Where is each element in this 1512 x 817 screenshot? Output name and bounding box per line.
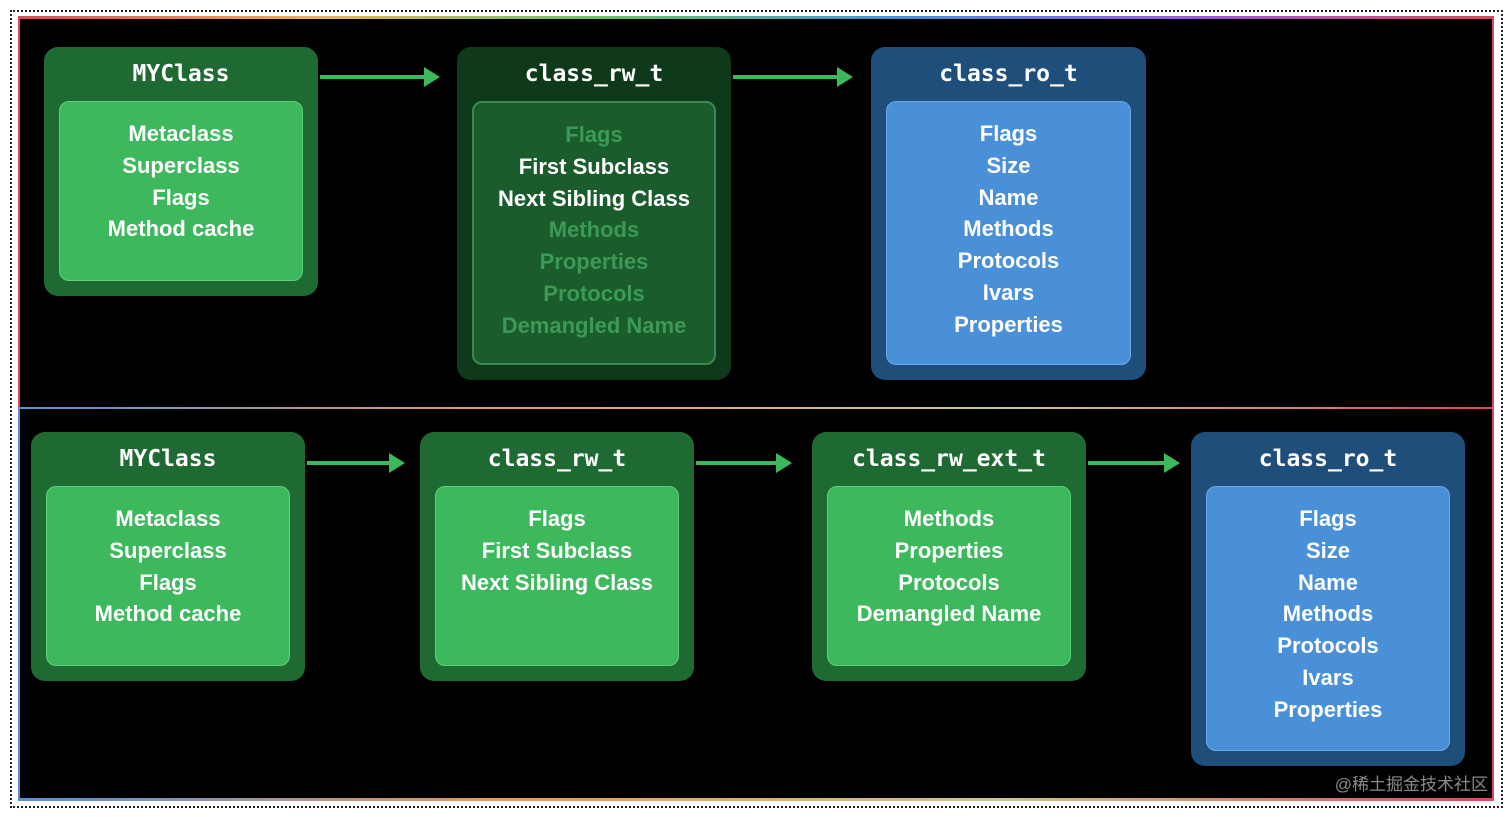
field-item: Superclass	[122, 152, 240, 178]
field-item: Flags	[979, 121, 1038, 146]
box-title: class_rw_t	[524, 61, 664, 87]
arrow-icon	[733, 67, 853, 87]
field-item: Properties	[1273, 696, 1383, 722]
field-item: Demangled Name	[856, 601, 1042, 627]
field-item: First Subclass	[481, 537, 633, 563]
box-title: class_rw_ext_t	[852, 446, 1046, 472]
field-item: Superclass	[109, 537, 227, 563]
box-title: class_rw_t	[487, 446, 627, 472]
field-item: Protocols	[898, 569, 1000, 595]
field-item: Protocols	[957, 248, 1060, 274]
field-item: Flags	[1299, 506, 1357, 531]
field-item: Method cache	[107, 216, 255, 242]
field-item: Demangled Name	[501, 312, 687, 338]
field-item: Flags	[528, 506, 586, 531]
arrow-icon	[307, 453, 405, 473]
arrow-icon	[696, 453, 792, 473]
arrow-icon	[320, 67, 440, 87]
box-title: MYClass	[119, 446, 217, 472]
field-item: Name	[978, 184, 1039, 210]
field-item: Properties	[954, 311, 1063, 337]
field-item: Name	[1298, 569, 1358, 595]
field-item: Size	[986, 152, 1031, 178]
field-item: Properties	[539, 249, 649, 275]
box-title: class_ro_t	[939, 61, 1078, 87]
field-item: Methods	[548, 217, 640, 243]
box-title: MYClass	[132, 61, 230, 87]
field-item: Methods	[963, 216, 1054, 242]
field-item: Flags	[139, 569, 197, 595]
field-item: Metaclass	[128, 121, 234, 146]
field-item: Methods	[903, 506, 995, 531]
field-item: Methods	[1282, 601, 1374, 627]
watermark: @稀土掘金技术社区	[1334, 775, 1488, 794]
field-item: Next Sibling Class	[461, 569, 653, 595]
field-item: Flags	[565, 122, 623, 147]
field-item: Next Sibling Class	[498, 185, 690, 211]
field-item: First Subclass	[518, 153, 670, 179]
field-item: Properties	[894, 537, 1004, 563]
field-item: Method cache	[94, 601, 242, 627]
field-item: Size	[1305, 537, 1351, 563]
box-title: class_ro_t	[1258, 446, 1398, 472]
field-item: Ivars	[982, 279, 1035, 305]
field-item: Protocols	[1277, 633, 1379, 659]
outer-frame	[10, 10, 1503, 808]
field-item: Protocols	[543, 280, 645, 306]
field-item: Ivars	[1302, 664, 1354, 690]
field-item: Metaclass	[115, 506, 221, 531]
arrow-icon	[1088, 453, 1180, 473]
field-item: Flags	[152, 184, 210, 210]
